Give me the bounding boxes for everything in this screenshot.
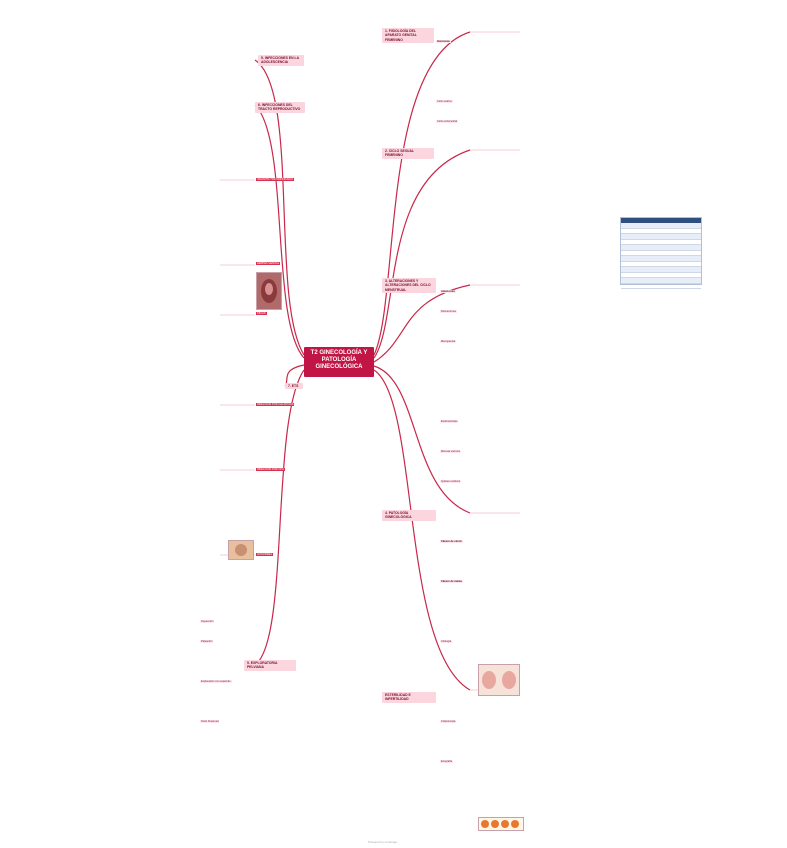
topic-infecciones-adolescencia[interactable]: 5. INFECCIONES EN LA ADOLESCENCIA [258,55,304,66]
topic-ciclo-sexual[interactable]: 2. CICLO SEXUAL FEMENINO [382,148,434,159]
label-ciclo-ovarico[interactable]: Ciclo ovárico [436,100,453,103]
vph-lesion-image [228,540,254,560]
label-palpacion[interactable]: Palpación [200,640,213,643]
label-vaginitis[interactable]: VAGINITIS TRICOMONIÁSICA [256,178,294,181]
label-cancer-mama[interactable]: Cáncer de mama [440,580,463,583]
label-endometriosis[interactable]: Endometriosis [440,420,458,423]
topic-infecciones-tracto[interactable]: 6. INFECCIONES DEL TRACTO REPRODUCTIVO [255,102,305,113]
label-citologia[interactable]: Citología [440,640,452,643]
topic-fisiologia[interactable]: 1. FISIOLOGÍA DEL APARATO GENITAL FEMENI… [382,28,434,43]
oocyte-diagram [478,817,524,831]
label-amenorrea[interactable]: Amenorrea [440,290,456,293]
topic-ets[interactable]: 7. ETS [285,383,303,389]
central-topic[interactable]: T2 GINECOLOGÍA Y PATOLOGÍA GINECOLÓGICA [304,347,374,377]
label-colposcopia[interactable]: Colposcopia [440,720,456,723]
label-menopausia[interactable]: Menopausia [440,340,456,343]
label-dismenorrea[interactable]: Dismenorrea [440,310,457,313]
anatomy-figure [478,664,520,696]
herpes-lesion-image [256,272,282,310]
label-miomas[interactable]: Miomas uterinos [440,450,461,453]
topic-patologia[interactable]: 4. PATOLOGÍA GINECOLÓGICA [382,510,436,521]
label-gonorrea[interactable]: GONORREA [256,553,273,556]
label-especulo[interactable]: Exploración con espéculo [200,680,232,683]
topic-exploracion-pelviana[interactable]: 9. EXPLORATORIA PELVIANA [244,660,296,671]
label-vph[interactable]: INFECCIÓN POR VPH [256,468,285,471]
footer-credit: Powered by mindmap [368,840,397,844]
label-hormonas[interactable]: Hormonas [436,40,451,43]
reference-table [620,217,702,285]
label-quistes[interactable]: Quistes ováricos [440,480,461,483]
topic-esterilidad[interactable]: ESTERILIDAD E INFERTILIDAD [382,692,436,703]
label-tacto[interactable]: Tacto bimanual [200,720,219,723]
label-inspeccion[interactable]: Inspección [200,620,214,623]
label-ciclo-endometrial[interactable]: Ciclo endometrial [436,120,458,123]
label-sifilis[interactable]: SÍFILIS [256,312,267,315]
topic-alteraciones-ciclo[interactable]: 3. ALTERACIONES Y ALTERACIONES DEL CICLO… [382,278,436,293]
label-cancer-cervix[interactable]: Cáncer de cérvix [440,540,463,543]
label-ecografia[interactable]: Ecografía [440,760,453,763]
label-herpes[interactable]: HERPES GENITAL [256,262,280,265]
label-chlamydia[interactable]: INFECCIÓN POR CHLAMYDIA [256,403,294,406]
